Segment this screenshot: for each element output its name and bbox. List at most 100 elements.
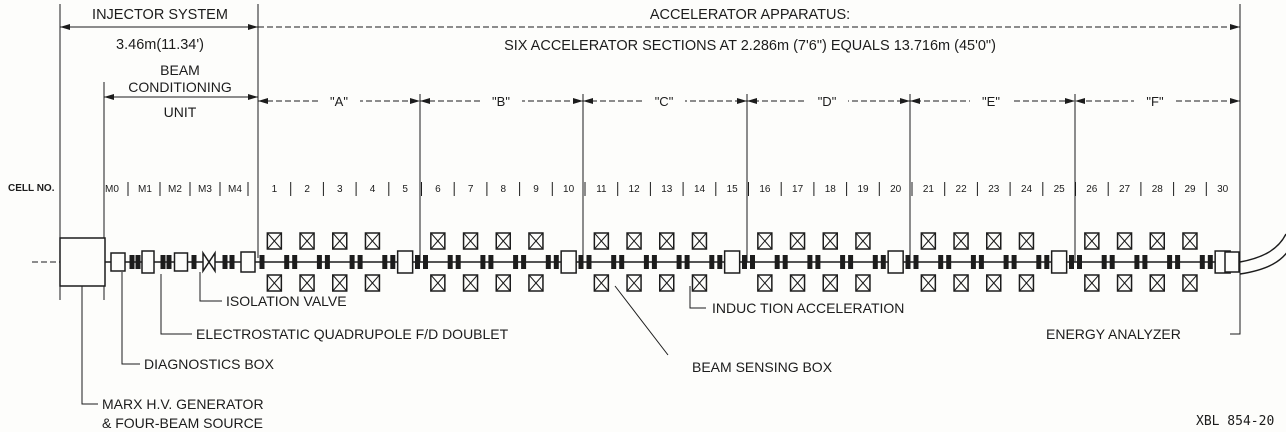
- quadrupole-element: [840, 255, 846, 269]
- quadrupole-element: [1142, 255, 1148, 269]
- diagnostics-box-label: DIAGNOSTICS BOX: [144, 356, 275, 372]
- quadrupole-element: [946, 255, 952, 269]
- beamline: [32, 232, 1286, 292]
- induction-core-upper: [1018, 232, 1035, 250]
- induction-core-lower: [1084, 274, 1100, 292]
- cell-number-11: 11: [596, 184, 607, 195]
- quadrupole-element: [1134, 255, 1140, 269]
- cell-number-12: 12: [629, 184, 641, 195]
- induction-core-cross: [1149, 232, 1165, 250]
- quadrupole-element: [774, 255, 780, 269]
- section-label-c: "C": [655, 94, 674, 109]
- induction-core-lower: [757, 274, 773, 292]
- quadrupole-element: [880, 255, 886, 269]
- induction-core-cross: [790, 232, 805, 250]
- induction-core-cross: [332, 232, 348, 250]
- quadrupole-element: [191, 255, 197, 269]
- induction-core-cross: [790, 274, 805, 292]
- cell-number-20: 20: [890, 184, 902, 195]
- quadrupole-element: [750, 255, 755, 269]
- quadrupole-element: [651, 255, 657, 269]
- beam-conditioning-line1: BEAM: [160, 62, 200, 78]
- section-label-e: "E": [982, 94, 1000, 109]
- induction-core-lower: [953, 274, 969, 292]
- induction-acceleration-label: INDUC TION ACCELERATION: [712, 300, 904, 316]
- cell-number-29: 29: [1184, 184, 1196, 195]
- induction-core-cross: [299, 274, 315, 292]
- quadrupole-element: [229, 255, 235, 269]
- cell-number-6: 6: [435, 184, 441, 195]
- induction-core-cross: [266, 232, 282, 250]
- quadrupole-element: [382, 255, 388, 269]
- quadrupole-element: [872, 255, 878, 269]
- induction-core-cross: [593, 232, 609, 250]
- induction-core-cross: [528, 274, 544, 292]
- cell-number-19: 19: [857, 184, 869, 195]
- quadrupole-element: [913, 255, 919, 269]
- quadrupole-element: [324, 255, 330, 269]
- quadrupole-element: [1036, 255, 1042, 269]
- induction-core-cross: [463, 274, 478, 292]
- induction-core-upper: [659, 232, 675, 250]
- quadrupole-element: [160, 255, 166, 269]
- induction-core-cross: [430, 232, 446, 250]
- induction-core-cross: [1182, 232, 1198, 250]
- induction-core-cross: [986, 274, 1002, 292]
- induction-core-upper: [1182, 232, 1198, 250]
- energy-analyzer-label: ENERGY ANALYZER: [1046, 326, 1181, 342]
- induction-core-cross: [365, 274, 380, 292]
- quadrupole-element: [480, 255, 486, 269]
- quadrupole-element: [455, 255, 461, 269]
- induction-core-lower: [1149, 274, 1165, 292]
- quadrupole-element: [129, 255, 135, 269]
- quadrupole-element: [259, 255, 265, 269]
- induction-core-lower: [789, 274, 806, 292]
- quadrupole-element: [292, 255, 298, 269]
- cell-number-m2: M2: [168, 184, 182, 195]
- quadrupole-element: [643, 255, 649, 269]
- induction-core-lower: [1182, 274, 1198, 292]
- cell-number-9: 9: [533, 184, 539, 195]
- induction-core-cross: [692, 274, 707, 292]
- cell-number-16: 16: [759, 184, 771, 195]
- marx-generator-box: [59, 237, 106, 287]
- cell-number-10: 10: [563, 184, 575, 195]
- induction-core-upper: [920, 232, 937, 250]
- quadrupole-element: [316, 255, 322, 269]
- beam-sensing-box: [396, 250, 414, 274]
- quadrupole-element: [553, 255, 559, 269]
- cell-number-28: 28: [1152, 184, 1164, 195]
- induction-core-upper: [691, 232, 708, 250]
- quadrupole-element: [709, 255, 715, 269]
- section-label-a: "A": [330, 94, 348, 109]
- induction-core-lower: [626, 274, 642, 292]
- quadrupole-element: [578, 255, 584, 269]
- quadrupole-element: [1207, 255, 1213, 269]
- quadrupole-element: [1199, 255, 1205, 269]
- section-labels: "A" "B" "C" "D" "E" "F": [318, 92, 1176, 110]
- cell-number-26: 26: [1086, 184, 1098, 195]
- induction-core-upper: [626, 232, 642, 250]
- quadrupole-element: [1077, 255, 1082, 269]
- quadrupole-element: [545, 255, 551, 269]
- quadrupole-element: [1101, 255, 1107, 269]
- quadrupole-element: [938, 255, 944, 269]
- induction-core-cross: [332, 274, 348, 292]
- cell-number-18: 18: [825, 184, 837, 195]
- diagnostics-box: [141, 250, 155, 274]
- induction-core-upper: [299, 232, 315, 250]
- cell-number-m4: M4: [228, 184, 242, 195]
- cell-number-23: 23: [988, 184, 1000, 195]
- induction-core-upper: [789, 232, 806, 250]
- induction-core-cross: [659, 274, 675, 292]
- beam-sensing-box: [723, 250, 741, 274]
- analyzer-entrance-box: [1224, 251, 1240, 273]
- beam-sensing-box: [560, 250, 577, 274]
- induction-core-lower: [332, 274, 348, 292]
- quadrupole-element: [135, 255, 141, 269]
- induction-core-cross: [299, 232, 315, 250]
- induction-core-cross: [365, 232, 380, 250]
- cell-no-header: CELL NO.: [8, 183, 55, 194]
